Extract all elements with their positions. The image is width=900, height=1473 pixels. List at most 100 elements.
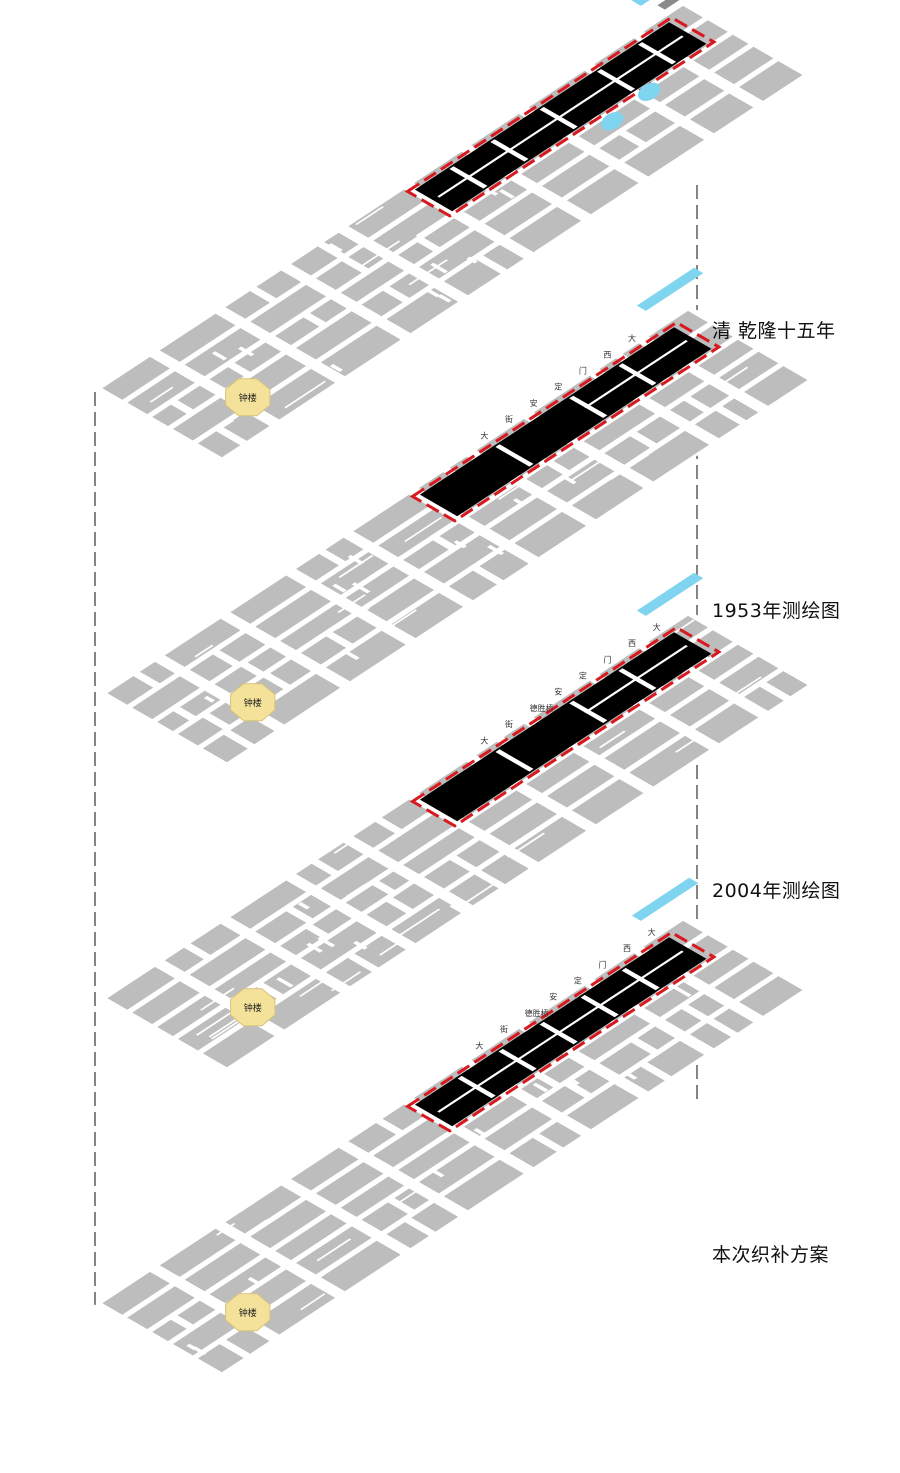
alley: [299, 976, 331, 997]
street-label: 大: [480, 430, 488, 440]
city-block: [719, 656, 779, 695]
alley: [194, 1302, 229, 1325]
city-block: [189, 938, 266, 987]
city-block: [689, 93, 754, 134]
city-block: [324, 232, 359, 254]
city-block: [670, 400, 704, 422]
city-block: [275, 1214, 347, 1261]
city-block: [403, 540, 449, 570]
city-block: [698, 339, 754, 375]
city-block: [177, 385, 216, 410]
city-block: [202, 734, 248, 763]
city-block: [468, 485, 533, 526]
city-block: [424, 535, 500, 584]
alley: [284, 380, 327, 409]
alley: [397, 1186, 424, 1204]
alley: [200, 994, 226, 1011]
street-label: 西: [603, 350, 611, 359]
bell-tower-label: 钟楼: [239, 1307, 257, 1319]
city-block: [391, 592, 464, 639]
site-area: [409, 625, 722, 828]
city-block: [509, 1137, 557, 1168]
city-block: [514, 816, 587, 863]
city-block: [483, 244, 524, 270]
city-block: [521, 1078, 554, 1099]
city-block: [225, 291, 270, 319]
alley: [327, 243, 343, 253]
city-block: [230, 575, 307, 624]
city-block: [744, 366, 808, 406]
alley: [203, 695, 215, 703]
city-block: [373, 1118, 449, 1168]
river: [636, 267, 704, 311]
river: [631, 877, 699, 921]
city-block: [345, 885, 389, 912]
city-block: [159, 1228, 236, 1277]
city-block: [479, 549, 529, 581]
city-block: [361, 1202, 408, 1232]
city-block: [636, 416, 680, 444]
city-block: [665, 1009, 702, 1032]
city-block: [255, 589, 331, 639]
bell-tower-label: 钟楼: [239, 392, 257, 404]
city-block: [361, 290, 403, 317]
street-label: 街: [505, 719, 513, 729]
city-block: [209, 1257, 282, 1304]
city-block: [354, 935, 406, 968]
site-area: [404, 930, 717, 1133]
city-block: [325, 957, 372, 987]
city-block: [566, 169, 639, 215]
city-block: [386, 1222, 429, 1249]
city-block: [766, 671, 808, 697]
city-block: [713, 1008, 754, 1033]
alley: [430, 262, 448, 274]
alley: [384, 622, 397, 630]
city-block: [463, 1095, 528, 1136]
city-block: [353, 821, 396, 848]
city-block: [159, 313, 236, 362]
alley: [316, 1238, 352, 1262]
city-block: [670, 689, 730, 727]
city-block: [373, 203, 449, 253]
city-block: [226, 1327, 270, 1354]
alley: [473, 1128, 487, 1136]
alley: [715, 366, 749, 389]
alley: [194, 644, 214, 658]
alley: [449, 904, 465, 914]
river: [636, 572, 704, 616]
city-block: [202, 1022, 275, 1068]
alley: [336, 607, 370, 630]
street-label: 门: [598, 959, 606, 969]
city-block: [320, 1240, 401, 1292]
city-block: [722, 398, 759, 421]
street-label: 街: [500, 1024, 508, 1034]
city-block: [484, 1107, 552, 1151]
alley: [453, 540, 467, 549]
city-block: [693, 34, 749, 70]
city-block: [389, 273, 429, 298]
city-block: [292, 894, 331, 919]
city-block: [571, 474, 644, 520]
city-block: [127, 371, 195, 415]
city-block: [571, 779, 644, 825]
city-block: [484, 192, 552, 236]
city-block: [693, 949, 749, 985]
city-block: [526, 752, 590, 794]
city-block: [566, 1084, 639, 1130]
city-block: [139, 661, 175, 684]
city-block: [152, 1319, 187, 1342]
alley: [675, 738, 698, 753]
city-block: [320, 552, 389, 595]
city-block: [190, 923, 241, 955]
alley: [351, 582, 371, 594]
alley: [375, 1231, 392, 1241]
city-block: [544, 1057, 585, 1084]
site-area: [404, 15, 717, 218]
pond: [638, 82, 661, 101]
city-block: [270, 659, 311, 685]
city-blocks: [107, 615, 808, 1068]
city-block: [219, 633, 266, 662]
city-block: [625, 111, 675, 143]
city-block: [255, 911, 307, 944]
street-label: 定: [579, 671, 587, 681]
